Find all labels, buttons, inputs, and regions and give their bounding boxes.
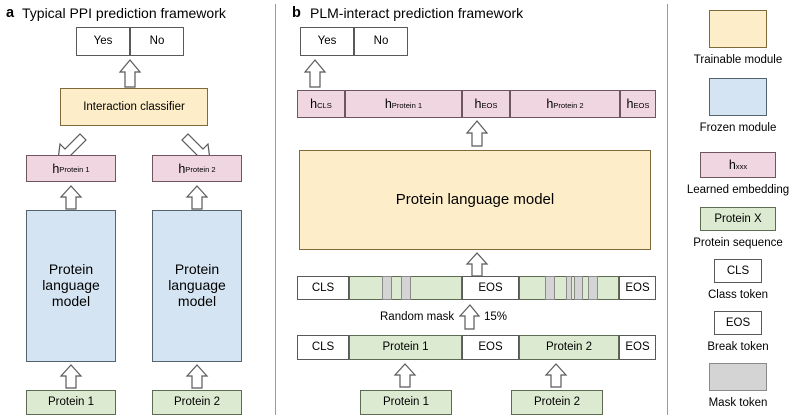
legend-embedding-h: h [728, 158, 736, 172]
arrow-up-input1-b [393, 363, 417, 388]
mask-token-p2-4 [566, 276, 572, 300]
embedding-protein2-b-sub: Protein 2 [553, 100, 584, 110]
token-row-eos-mid: EOS [462, 335, 519, 360]
arrow-up-input2-a [185, 364, 209, 389]
input-protein2-b: Protein 2 [511, 390, 603, 415]
interaction-classifier-box: Interaction classifier [60, 88, 208, 126]
panel-divider-right [667, 4, 668, 415]
embedding-eos-end-b-h: h [626, 97, 634, 111]
legend-swatch-break-token: EOS [714, 311, 762, 335]
legend-caption-mask-token: Mask token [708, 397, 768, 409]
panel-b-output-yes: Yes [300, 27, 354, 56]
plm-box-2-line2: language [168, 277, 226, 294]
masked-row-eos-end: EOS [619, 276, 656, 300]
mask-token-p2-2 [574, 276, 583, 300]
panel-b-title: PLM-interact prediction framework [310, 5, 524, 21]
embedding-protein2-a-sub: Protein 2 [185, 165, 216, 175]
legend-caption-embedding: Learned embedding [686, 184, 790, 196]
embedding-protein1-b-h: h [384, 97, 392, 111]
legend-swatch-frozen [709, 78, 767, 116]
plm-box-1-line3: model [51, 292, 91, 309]
plm-box-1-line2: language [42, 277, 100, 294]
legend-caption-frozen: Frozen module [699, 122, 777, 134]
mask-token-p2-1 [545, 276, 555, 300]
legend-embedding-sub: xxx [735, 161, 748, 171]
embedding-protein2-a-h: h [178, 161, 186, 176]
legend-swatch-sequence: Protein X [700, 207, 776, 231]
arrow-up-to-output-b [303, 59, 327, 88]
mask-token-p2-3 [588, 276, 598, 300]
token-row-protein2: Protein 2 [519, 335, 619, 360]
legend-caption-sequence: Protein sequence [693, 237, 783, 249]
plm-box-1-a: Protein language model [26, 210, 116, 362]
arrow-up-to-output-a [118, 59, 142, 88]
embedding-protein2-b-h: h [546, 97, 554, 111]
legend-swatch-mask-token [709, 363, 767, 391]
plm-box-2-a: Protein language model [152, 210, 242, 362]
embedding-cls-b-sub: CLS [317, 100, 332, 110]
legend-swatch-trainable [709, 10, 767, 48]
panel-a-output-no: No [130, 27, 184, 56]
arrow-up-input2-b [544, 363, 568, 388]
mask-token-p1-2 [401, 276, 411, 300]
embedding-protein1-a-h: h [52, 161, 60, 176]
legend-caption-class-token: Class token [707, 289, 769, 301]
arrow-up-random-mask [459, 304, 481, 330]
masked-row-cls: CLS [297, 276, 349, 300]
arrow-up-input1-a [59, 364, 83, 389]
legend-swatch-class-token: CLS [714, 259, 762, 283]
arrow-up-masked-to-model-b [465, 252, 489, 277]
embedding-eos-end-b-sub: EOS [633, 100, 650, 110]
panel-a-output-yes: Yes [76, 27, 130, 56]
token-row-eos-end: EOS [619, 335, 656, 360]
arrow-up-model1-a [59, 185, 83, 210]
input-protein2-a: Protein 2 [152, 390, 242, 415]
embedding-eos-mid-b-h: h [474, 97, 482, 111]
masked-row-eos-mid: EOS [462, 276, 519, 300]
embedding-protein1-a-sub: Protein 1 [59, 165, 90, 175]
plm-box-2-line1: Protein [174, 261, 220, 278]
mask-token-p1-1 [382, 276, 392, 300]
legend-caption-trainable: Trainable module [693, 54, 783, 66]
plm-box-2-line3: model [177, 292, 217, 309]
input-protein1-a: Protein 1 [26, 390, 116, 415]
panel-b-label: b [292, 5, 301, 21]
input-protein1-b: Protein 1 [360, 390, 452, 415]
panel-divider-left [275, 4, 276, 415]
embedding-cls-b-h: h [310, 97, 318, 111]
token-row-cls: CLS [297, 335, 349, 360]
token-row-protein1: Protein 1 [349, 335, 462, 360]
legend-caption-break-token: Break token [707, 341, 769, 353]
embedding-protein1-b-sub: Protein 1 [391, 100, 423, 110]
panel-b-output-no: No [354, 27, 408, 56]
panel-a-label: a [6, 5, 15, 21]
panel-a-title: Typical PPI prediction framework [22, 5, 226, 21]
embedding-eos-mid-b-sub: EOS [481, 100, 498, 110]
random-mask-label: Random mask [380, 311, 455, 323]
arrow-up-model-to-embeddings-b [465, 120, 489, 147]
plm-box-b: Protein language model [299, 150, 651, 250]
arrow-up-model2-a [185, 185, 209, 210]
random-mask-percent: 15% [484, 311, 508, 323]
plm-box-1-line1: Protein [48, 261, 94, 278]
